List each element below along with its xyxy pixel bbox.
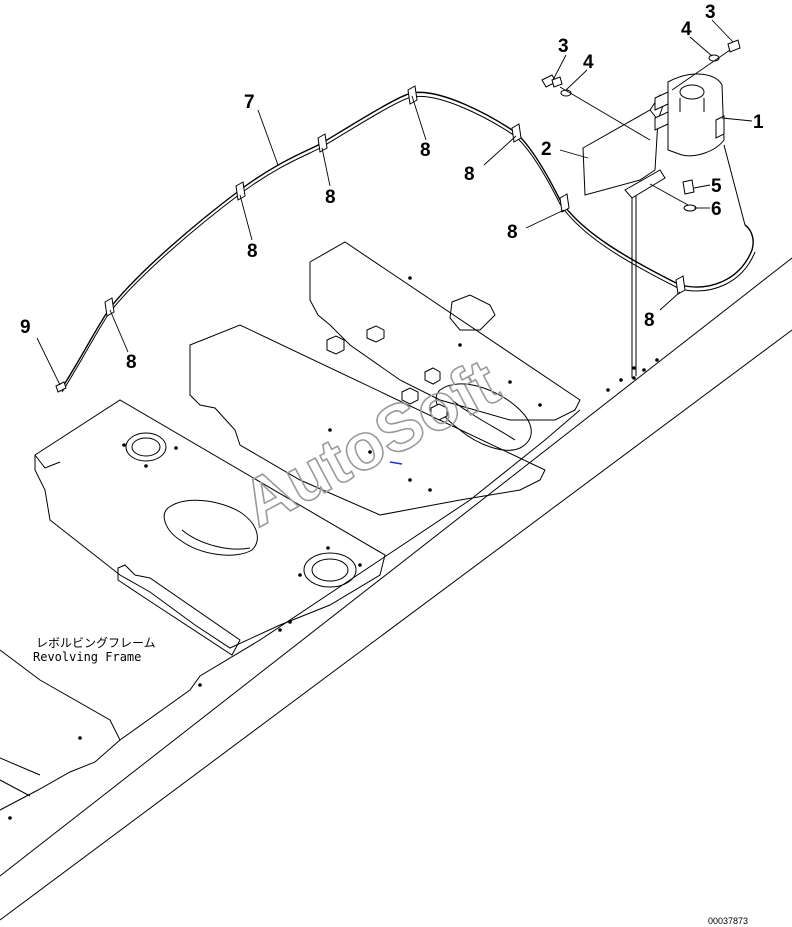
callout-4: 4 (681, 19, 692, 40)
callout-3: 3 (558, 36, 569, 57)
tank (654, 73, 725, 157)
hose-clip (511, 123, 522, 143)
callout-8: 8 (464, 164, 475, 185)
callout-3: 3 (705, 2, 716, 23)
bracket (582, 94, 666, 378)
leader-lines (36, 19, 753, 386)
deck-lugs (326, 325, 448, 421)
front-deck-plate (8, 399, 386, 820)
callout-8: 8 (126, 352, 137, 373)
middle-deck-plate (189, 324, 546, 516)
hose-clip (235, 181, 246, 201)
frame-rails (0, 257, 792, 921)
callout-8: 8 (507, 222, 518, 243)
drawing-number: 00037873 (708, 916, 748, 926)
callout-1: 1 (753, 112, 764, 133)
rear-deck-plate (309, 241, 581, 421)
hose-clip (559, 193, 570, 213)
hose-end-fitting (55, 381, 67, 393)
callout-8: 8 (247, 241, 258, 262)
caption-english: Revolving Frame (33, 650, 141, 664)
callout-4: 4 (583, 52, 594, 73)
callout-8: 8 (325, 187, 336, 208)
callout-2: 2 (541, 139, 552, 160)
callout-6: 6 (711, 199, 722, 220)
rail-holes (606, 358, 659, 392)
hose-clip (317, 133, 328, 153)
frame-caption: レボルビングフレーム Revolving Frame (33, 636, 156, 664)
hose-clip (407, 85, 418, 105)
callout-9: 9 (20, 317, 31, 338)
callout-8: 8 (644, 310, 655, 331)
callout-5: 5 (711, 176, 722, 197)
hose-clip (675, 275, 686, 295)
caption-japanese: レボルビングフレーム (36, 636, 156, 650)
callouts: 1 2 3 3 4 4 5 6 7 8 8 8 8 8 8 8 9 (20, 2, 764, 373)
fasteners (541, 39, 741, 212)
callout-8: 8 (420, 140, 431, 161)
hose-clip (104, 297, 115, 317)
callout-7: 7 (244, 92, 255, 113)
